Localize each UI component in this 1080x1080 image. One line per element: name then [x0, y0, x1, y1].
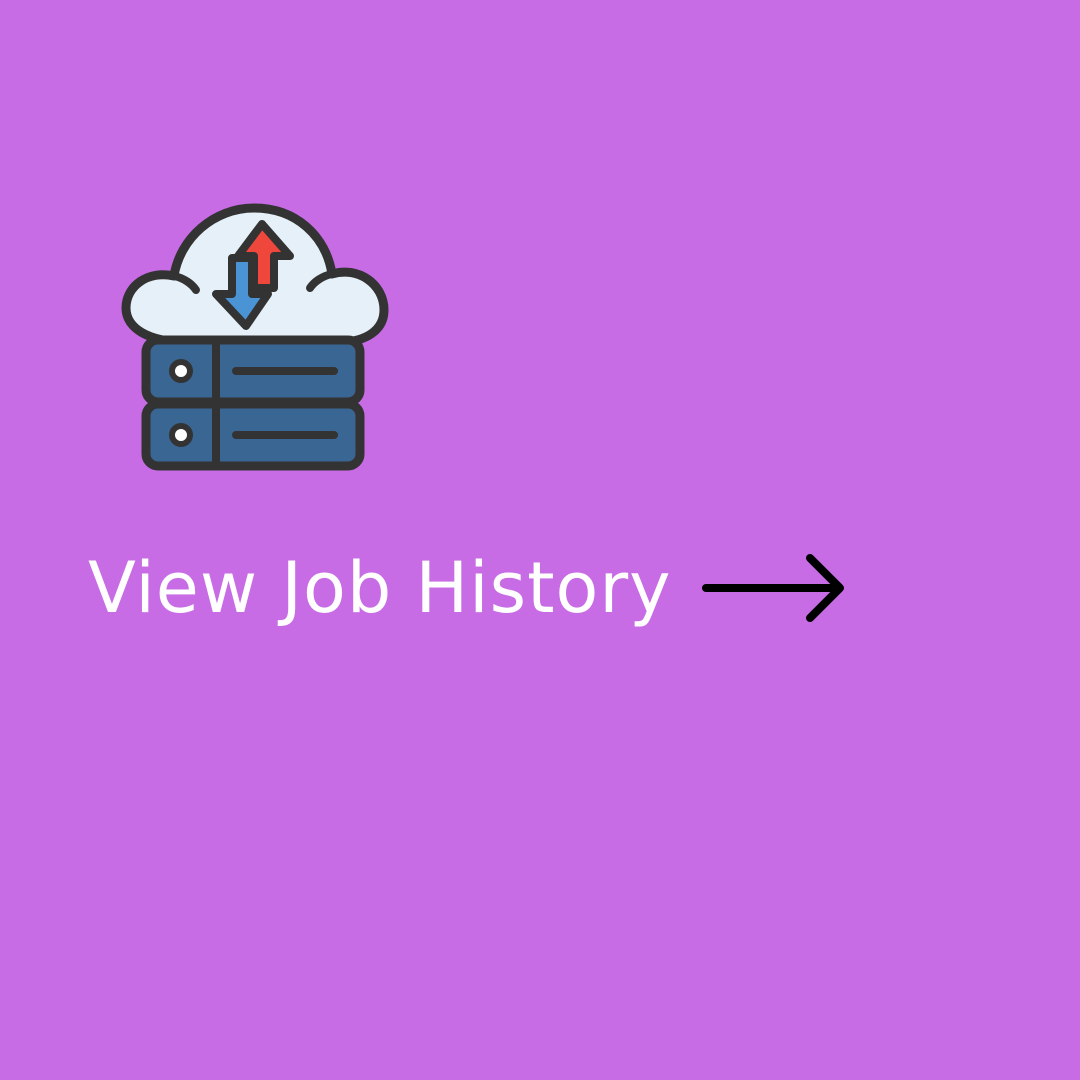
view-job-history-label: View Job History [88, 547, 672, 629]
view-job-history-link[interactable]: View Job History [88, 540, 848, 636]
cloud-server-sync-icon [118, 200, 390, 472]
arrow-right-icon[interactable] [700, 552, 848, 624]
